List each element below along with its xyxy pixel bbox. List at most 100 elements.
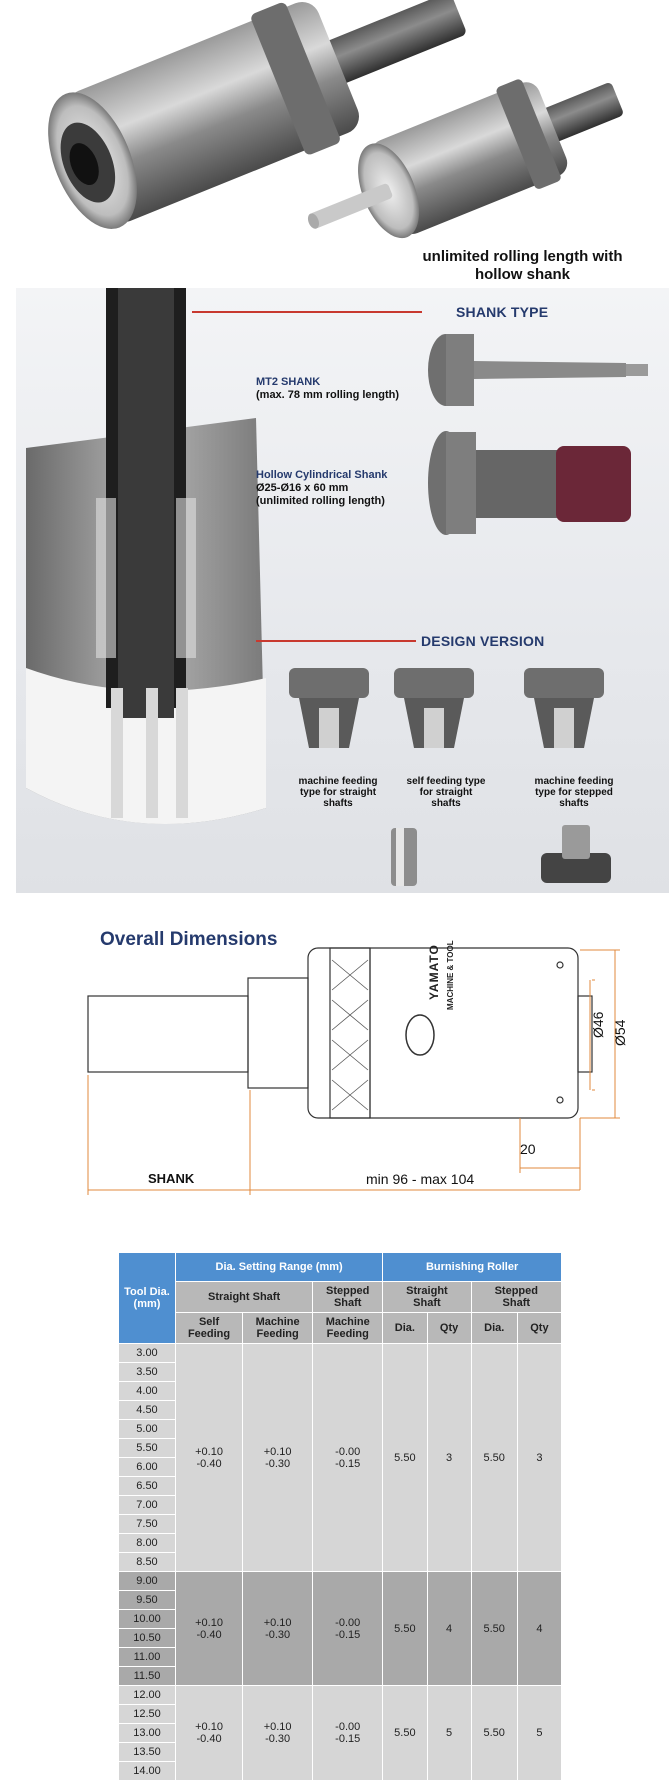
straight-dia-cell: 5.50 xyxy=(382,1343,428,1572)
col-group-roller: Burnishing Roller xyxy=(382,1252,562,1282)
self-feeding-cell: +0.10-0.40 xyxy=(174,1343,244,1572)
tool-dia-cell: 8.00 xyxy=(118,1533,176,1553)
col-stepped-shaft-line-2: Shaft xyxy=(333,1297,362,1309)
straight-dia-cell: 5.50 xyxy=(382,1571,428,1686)
stepped-qty-cell: 4 xyxy=(516,1571,563,1686)
dim-length: min 96 - max 104 xyxy=(366,1171,475,1187)
design-version-1-line-1: machine feeding xyxy=(298,776,378,787)
design-version-title: DESIGN VERSION xyxy=(421,633,545,649)
col-group-range: Dia. Setting Range (mm) xyxy=(174,1252,384,1282)
drawing-brand-sub: MACHINE & TOOL xyxy=(446,940,455,1010)
machine-feeding-cell: +0.10-0.30 xyxy=(242,1685,314,1781)
mt2-shank-desc: (max. 78 mm rolling length) xyxy=(256,389,400,401)
col-machine-feeding-line-2: Feeding xyxy=(256,1328,299,1340)
stepped-qty-cell: 5 xyxy=(516,1685,563,1781)
hollow-shank-desc: (unlimited rolling length) xyxy=(256,495,385,507)
self-feeding-cell-line-2: -0.40 xyxy=(196,1628,222,1641)
col-roller-straight: Straight Shaft xyxy=(382,1281,472,1313)
tool-dia-cell: 4.00 xyxy=(118,1381,176,1401)
dim-d46: Ø46 xyxy=(590,1011,606,1038)
straight-dia-cell-line-1: 5.50 xyxy=(394,1622,416,1635)
dim-shank: SHANK xyxy=(148,1171,195,1186)
dim-d54: Ø54 xyxy=(612,1019,628,1046)
straight-qty-cell: 5 xyxy=(426,1685,472,1781)
shank-type-title: SHANK TYPE xyxy=(456,304,549,320)
table-row: 8.50 xyxy=(118,1552,562,1572)
design-version-1-label: machine feeding type for straight shafts xyxy=(288,776,388,809)
design-version-3-label: machine feeding type for stepped shafts xyxy=(524,776,624,809)
spec-table: Tool Dia. (mm) Dia. Setting Range (mm) B… xyxy=(118,1252,563,1781)
mt2-shank-title: MT2 SHANK xyxy=(256,376,321,388)
tool-dia-cell: 14.00 xyxy=(118,1761,176,1781)
machine-feeding-cell-line-1: +0.10 xyxy=(263,1616,292,1629)
design-version-3-line-1: machine feeding xyxy=(534,776,614,787)
col-straight-qty: Qty xyxy=(426,1312,472,1344)
tool-dia-cell: 7.50 xyxy=(118,1514,176,1534)
col-stepped-machine-feeding-line-2: Feeding xyxy=(326,1328,369,1340)
design-version-2-line-1: self feeding type xyxy=(406,776,486,787)
workpiece-samples xyxy=(391,825,611,886)
hero-caption-line-2: hollow shank xyxy=(474,266,570,283)
straight-dia-cell-line-1: 5.50 xyxy=(394,1451,416,1464)
stepped-machine-cell-line-2: -0.15 xyxy=(335,1628,361,1641)
col-roller-straight-line-1: Straight xyxy=(406,1285,448,1297)
hero-caption: unlimited rolling length with hollow sha… xyxy=(395,248,650,284)
self-feeding-cell: +0.10-0.40 xyxy=(174,1685,244,1781)
table-row: 8.00 xyxy=(118,1533,562,1553)
straight-dia-cell-line-1: 5.50 xyxy=(394,1727,416,1739)
stepped-machine-cell: -0.00-0.15 xyxy=(312,1571,384,1686)
stepped-machine-cell-line-2: -0.15 xyxy=(335,1733,361,1745)
shank-type-rule xyxy=(192,311,422,313)
straight-dia-cell: 5.50 xyxy=(382,1685,428,1781)
overall-dimensions-title: Overall Dimensions xyxy=(100,929,278,950)
tool-dia-cell: 5.50 xyxy=(118,1438,176,1458)
self-feeding-cell-line-2: -0.40 xyxy=(196,1733,222,1745)
col-roller-stepped: Stepped Shaft xyxy=(470,1281,563,1313)
straight-qty-cell-line-1: 4 xyxy=(446,1622,453,1635)
hollow-shank-title: Hollow Cylindrical Shank xyxy=(256,469,388,481)
tool-dia-cell: 13.00 xyxy=(118,1723,176,1743)
col-tool-dia-line-1: Tool Dia. xyxy=(124,1286,170,1298)
col-roller-stepped-line-2: Shaft xyxy=(502,1297,531,1309)
straight-qty-cell-line-1: 5 xyxy=(446,1727,453,1739)
dim-20: 20 xyxy=(520,1141,536,1157)
col-roller-stepped-line-1: Stepped xyxy=(494,1285,538,1297)
tool-dia-cell: 13.50 xyxy=(118,1742,176,1762)
mt2-shank-image xyxy=(428,334,648,406)
col-straight-shaft: Straight Shaft xyxy=(174,1281,314,1313)
roller-tool-illustration xyxy=(48,0,623,239)
tool-dia-cell: 6.00 xyxy=(118,1457,176,1477)
tool-dia-cell: 6.50 xyxy=(118,1476,176,1496)
design-version-1-line-3: shafts xyxy=(323,798,353,809)
design-version-2-line-2: for straight xyxy=(419,787,473,798)
col-tool-dia-line-2: (mm) xyxy=(133,1298,161,1310)
tool-dia-cell: 7.00 xyxy=(118,1495,176,1515)
stepped-qty-cell-line-1: 5 xyxy=(536,1727,543,1739)
stepped-dia-cell: 5.50 xyxy=(470,1685,518,1781)
stepped-machine-cell-line-1: -0.00 xyxy=(335,1445,361,1458)
hollow-shank-image xyxy=(428,431,631,535)
stepped-dia-cell-line-1: 5.50 xyxy=(483,1451,505,1464)
stepped-dia-cell-line-1: 5.50 xyxy=(483,1727,505,1739)
tool-dia-cell: 10.50 xyxy=(118,1628,176,1648)
tool-dia-cell: 9.00 xyxy=(118,1571,176,1591)
stepped-machine-cell: -0.00-0.15 xyxy=(312,1685,384,1781)
table-row: 11.50 xyxy=(118,1666,562,1686)
col-stepped-qty: Qty xyxy=(516,1312,563,1344)
machine-feeding-cell-line-1: +0.10 xyxy=(263,1445,292,1458)
design-version-1-line-2: type for straight xyxy=(299,787,377,798)
dimension-drawing xyxy=(87,947,620,1195)
col-self-feeding-line-2: Feeding xyxy=(187,1328,231,1340)
stepped-machine-cell: -0.00-0.15 xyxy=(312,1343,384,1572)
hollow-shank-spec: Ø25-Ø16 x 60 mm xyxy=(256,482,349,494)
col-stepped-machine-feeding: Machine Feeding xyxy=(312,1312,384,1344)
stepped-machine-cell-line-2: -0.15 xyxy=(335,1457,361,1470)
shank-design-panel: SHANK TYPE MT2 SHANK (max. 78 mm rolling… xyxy=(16,288,669,893)
tool-dia-cell: 11.50 xyxy=(118,1666,176,1686)
design-version-rule xyxy=(256,640,416,642)
drawing-brand: YAMATO xyxy=(427,944,441,1000)
design-version-heads xyxy=(289,668,604,748)
stepped-qty-cell-line-1: 4 xyxy=(536,1622,543,1635)
machine-feeding-cell-line-2: -0.30 xyxy=(265,1457,291,1470)
